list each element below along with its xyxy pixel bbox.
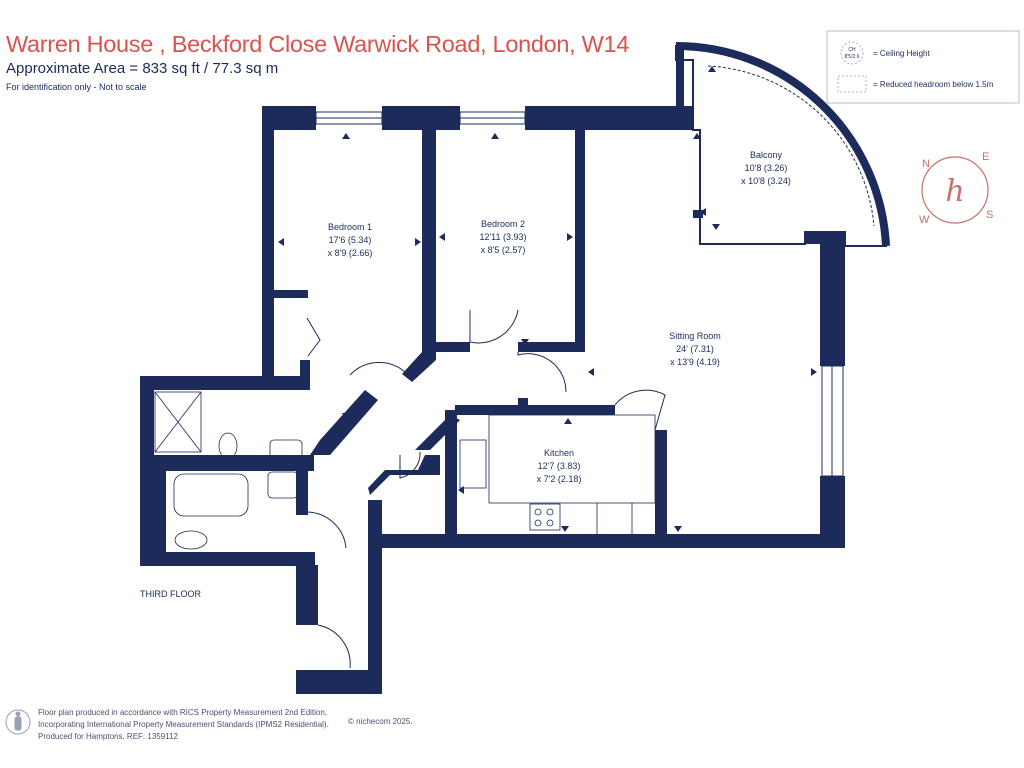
toilet-2-icon <box>174 530 208 550</box>
ceiling-badge-top: CH <box>848 47 856 53</box>
walls <box>140 106 845 694</box>
room-labels: Bedroom 1 17'6 (5.34) x 8'9 (2.66) Bedro… <box>140 150 791 599</box>
legend: CH 8'5/2.6 = Ceiling Height = Reduced he… <box>826 30 1020 104</box>
ceiling-height-label: = Ceiling Height <box>873 49 930 58</box>
bathtub-icon <box>173 473 249 517</box>
compass-e: E <box>982 151 989 163</box>
footer: Floor plan produced in accordance with R… <box>38 707 329 743</box>
sitting-room-dim1: 24' (7.31) <box>676 344 714 354</box>
footer-line1: Floor plan produced in accordance with R… <box>38 708 328 717</box>
kitchen-counter <box>488 414 656 504</box>
bedroom1-name: Bedroom 1 <box>328 222 372 232</box>
measure-arrows <box>278 66 817 532</box>
kitchen-dim1: 12'7 (3.83) <box>538 461 581 471</box>
ceiling-badge-bottom: 8'5/2.6 <box>845 54 860 60</box>
page-title: Warren House , Beckford Close Warwick Ro… <box>6 31 630 57</box>
footer-line3: Produced for Hamptons. REF: 1359112 <box>38 732 178 741</box>
compass-n: N <box>922 158 930 170</box>
bedroom2-name: Bedroom 2 <box>481 219 525 229</box>
bedroom1-dim2: x 8'9 (2.66) <box>328 248 373 258</box>
toilet-icon <box>218 432 238 460</box>
fixtures <box>154 391 656 550</box>
windows <box>315 111 844 477</box>
balcony-name: Balcony <box>750 150 783 160</box>
kitchen-sink-icon <box>459 439 487 489</box>
logo-letter: h <box>945 174 964 209</box>
shower-tray <box>154 391 202 453</box>
balcony-dim2: x 10'8 (3.24) <box>741 176 791 186</box>
compass-circle <box>921 156 989 224</box>
kitchen-dim2: x 7'2 (2.18) <box>537 474 582 484</box>
copyright: © nichecom 2025. <box>348 717 413 726</box>
sitting-room-name: Sitting Room <box>669 331 721 341</box>
reduced-headroom-icon <box>837 75 867 93</box>
bedroom1-dim1: 17'6 (5.34) <box>329 235 372 245</box>
sink-icon <box>269 439 303 463</box>
bedroom2-dim2: x 8'5 (2.57) <box>481 245 526 255</box>
compass-s: S <box>986 209 993 221</box>
floor-label: THIRD FLOOR <box>140 589 202 599</box>
compass-w: W <box>919 214 930 226</box>
hob-icon <box>529 503 561 531</box>
person-icon <box>5 709 31 735</box>
identification-note: For identification only - Not to scale <box>6 82 147 92</box>
balcony <box>675 41 890 247</box>
basin-icon <box>267 471 299 499</box>
bedroom2-dim1: 12'11 (3.93) <box>479 232 526 242</box>
ceiling-height-icon <box>840 41 864 65</box>
approximate-area: Approximate Area = 833 sq ft / 77.3 sq m <box>6 60 279 77</box>
footer-line2: Incorporating International Property Mea… <box>38 720 329 729</box>
compass: h N E S W <box>919 151 993 226</box>
doors <box>306 309 666 669</box>
balcony-dim1: 10'8 (3.26) <box>745 163 788 173</box>
sitting-room-dim2: x 13'9 (4.19) <box>670 357 720 367</box>
reduced-headroom-label: = Reduced headroom below 1.5m <box>873 80 994 89</box>
kitchen-name: Kitchen <box>544 448 574 458</box>
